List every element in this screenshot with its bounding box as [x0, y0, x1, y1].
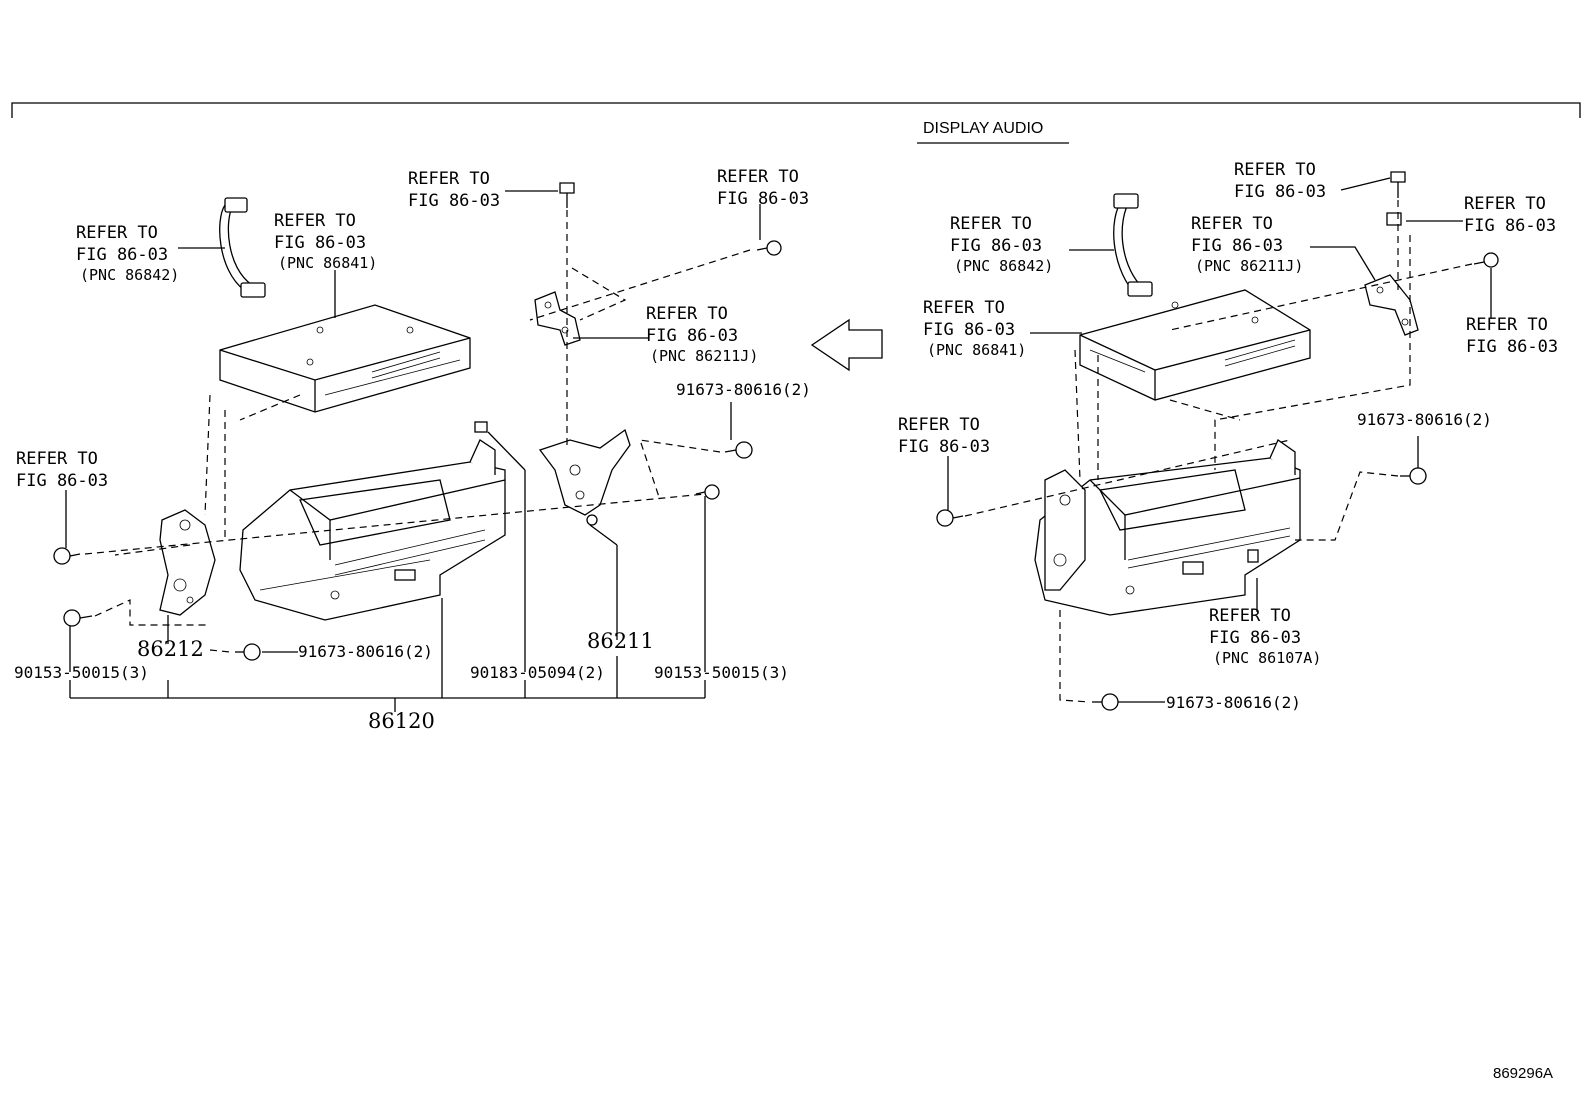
label-module-right: REFER TO FIG 86-03 (PNC 86841) [923, 298, 1026, 359]
label-line: FIG 86-03 [408, 191, 500, 211]
wire-harness-right [1113, 193, 1153, 297]
label-line: (PNC 86211J) [650, 347, 758, 365]
label-line: REFER TO [923, 298, 1005, 318]
label-line: FIG 86-03 [646, 326, 738, 346]
label-line: FIG 86-03 [898, 437, 990, 457]
assembly-lines-right [964, 200, 1473, 703]
label-line: REFER TO [950, 214, 1032, 234]
label-left-bolt: REFER TO FIG 86-03 [16, 449, 108, 491]
section-header: DISPLAY AUDIO [917, 120, 1069, 144]
display-unit-right [1034, 439, 1301, 616]
label-line: FIG 86-03 [1464, 216, 1556, 236]
part-number-bolt-left: 90153-50015(3) [14, 663, 149, 682]
label-line: REFER TO [717, 167, 799, 187]
leader-lines [65, 190, 761, 712]
right-assembly: REFER TO FIG 86-03 REFER TO FIG 86-03 RE… [898, 160, 1558, 712]
bolt-left-right-view [936, 509, 964, 527]
section-title: DISPLAY AUDIO [923, 120, 1043, 137]
part-number-86120: 86120 [368, 709, 435, 733]
section-frame [11, 102, 1581, 118]
label-line: REFER TO [1466, 315, 1548, 335]
clip-top-right [1386, 212, 1402, 226]
part-number-screw-right: 91673-80616(2) [1357, 410, 1492, 429]
bolt-right-side [1473, 252, 1499, 268]
label-line: REFER TO [16, 449, 98, 469]
label-line: REFER TO [1209, 606, 1291, 626]
label-line: (PNC 86841) [278, 254, 377, 272]
label-line: FIG 86-03 [1209, 628, 1301, 648]
label-wire-harness-right: REFER TO FIG 86-03 (PNC 86842) [950, 214, 1053, 275]
label-line: (PNC 86842) [80, 266, 179, 284]
side-bracket-86211 [538, 428, 631, 526]
left-assembly: REFER TO FIG 86-03 (PNC 86842) REFER TO … [14, 167, 811, 733]
label-line: REFER TO [1191, 214, 1273, 234]
direction-arrow [810, 318, 883, 372]
part-number-screw-bottom: 91673-80616(2) [298, 642, 433, 661]
label-line: (PNC 86841) [927, 341, 1026, 359]
bolt-top-center [559, 182, 575, 208]
left-bracket-86212 [159, 509, 216, 616]
label-left-bolt-right: REFER TO FIG 86-03 [898, 415, 990, 457]
display-unit [239, 421, 506, 621]
control-module-right [1079, 289, 1311, 401]
label-line: (PNC 86211J) [1195, 257, 1303, 275]
label-line: (PNC 86107A) [1213, 649, 1321, 667]
label-line: (PNC 86842) [954, 257, 1053, 275]
screw-bottom [235, 643, 261, 661]
label-bolt-top-right: REFER TO FIG 86-03 [717, 167, 809, 209]
figure-number: 869296A [1493, 1065, 1553, 1082]
label-right-bolt: REFER TO FIG 86-03 [1466, 315, 1558, 357]
bolt-left-lower [63, 609, 93, 627]
label-wire-harness: REFER TO FIG 86-03 (PNC 86842) [76, 223, 179, 284]
part-number-86212: 86212 [137, 637, 204, 661]
screw-right [1400, 467, 1427, 485]
label-line: REFER TO [646, 304, 728, 324]
bolt-left-upper [53, 547, 81, 565]
label-line: FIG 86-03 [76, 245, 168, 265]
label-top-right-2: REFER TO FIG 86-03 [1464, 194, 1556, 236]
label-control-module: REFER TO FIG 86-03 (PNC 86841) [274, 211, 377, 272]
label-bracket-right: REFER TO FIG 86-03 (PNC 86211J) [1191, 214, 1303, 275]
label-line: FIG 86-03 [950, 236, 1042, 256]
label-line: FIG 86-03 [16, 471, 108, 491]
screw-bottom-right [1092, 693, 1119, 711]
part-number-clip-mid: 90183-05094(2) [470, 663, 605, 682]
label-line: FIG 86-03 [274, 233, 366, 253]
part-number-screw-right-upper: 91673-80616(2) [676, 380, 811, 399]
part-number-86211: 86211 [587, 629, 654, 653]
label-line: REFER TO [1234, 160, 1316, 180]
label-line: REFER TO [898, 415, 980, 435]
bolt-top-right [756, 240, 782, 256]
control-module [219, 304, 471, 413]
bolt-top-right-1 [1390, 171, 1406, 198]
bolt-right [695, 484, 720, 500]
label-radio-top: REFER TO FIG 86-03 [408, 169, 500, 211]
label-line: REFER TO [408, 169, 490, 189]
label-line: FIG 86-03 [1234, 182, 1326, 202]
part-number-bolt-right: 90153-50015(3) [654, 663, 789, 682]
label-top-right: REFER TO FIG 86-03 [1234, 160, 1326, 202]
upper-bracket [534, 291, 581, 346]
label-line: FIG 86-03 [1466, 337, 1558, 357]
label-line: REFER TO [76, 223, 158, 243]
part-number-screw-bottom-right: 91673-80616(2) [1166, 693, 1301, 712]
assembly-lines [84, 210, 751, 653]
upper-bracket-right [1364, 274, 1419, 336]
label-display-unit-right: REFER TO FIG 86-03 (PNC 86107A) [1209, 606, 1321, 667]
label-line: FIG 86-03 [923, 320, 1015, 340]
screw-right-upper [724, 441, 753, 459]
wire-harness [219, 197, 266, 298]
label-line: REFER TO [1464, 194, 1546, 214]
label-line: FIG 86-03 [717, 189, 809, 209]
label-line: FIG 86-03 [1191, 236, 1283, 256]
leader-lines-right [947, 177, 1492, 703]
label-line: REFER TO [274, 211, 356, 231]
label-bracket: REFER TO FIG 86-03 (PNC 86211J) [646, 304, 758, 365]
